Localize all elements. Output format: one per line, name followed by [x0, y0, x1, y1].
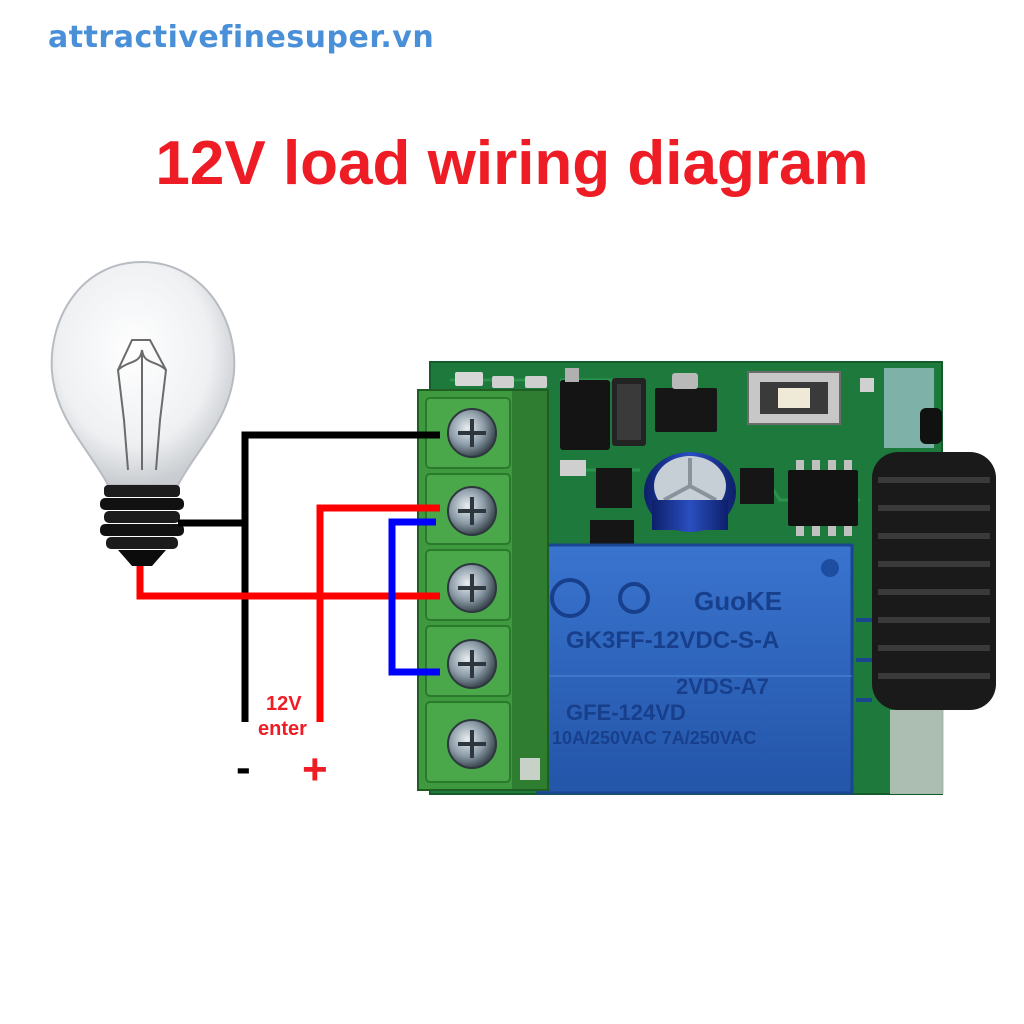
power-voltage-label: 12V [266, 693, 302, 715]
regulator-chip [560, 380, 610, 450]
diagram-title: 12V load wiring diagram [155, 129, 869, 198]
electrolytic-capacitor [644, 452, 736, 532]
decoder-ic [788, 460, 858, 536]
wire-input-positive [316, 504, 440, 722]
terminal-screw-2 [447, 486, 497, 536]
terminal-screw-3 [447, 563, 497, 613]
relay-rating: 10A/250VAC 7A/250VAC [552, 728, 756, 748]
relay-brand: GuoKE [694, 586, 782, 616]
negative-terminal-symbol: - [236, 743, 251, 792]
wire-negative [178, 431, 440, 722]
bulb-base [100, 485, 184, 566]
terminal-block [417, 389, 549, 791]
terminal-screw-1 [447, 408, 497, 458]
relay: GuoKE GK3FF-12VDC-S-A 2VDS-A7 GFE-124VD … [536, 543, 872, 795]
wire-jumper [388, 518, 440, 676]
bulb-filament [116, 339, 168, 471]
antenna-coil [872, 408, 996, 794]
power-enter-label: enter [258, 718, 307, 740]
terminal-screw-4 [447, 639, 497, 689]
relay-spec-line-3: 2VDS-A7 [676, 674, 769, 699]
light-bulb [50, 260, 236, 566]
positive-terminal-symbol: + [302, 745, 328, 794]
wire-load-positive [136, 566, 440, 600]
terminal-screw-5 [447, 719, 497, 769]
relay-model: GK3FF-12VDC-S-A [566, 627, 779, 654]
pairing-button [747, 371, 841, 425]
watermark-text: attractivefinesuper.vn [48, 20, 435, 55]
relay-spec-line-4: GFE-124VD [566, 700, 686, 725]
